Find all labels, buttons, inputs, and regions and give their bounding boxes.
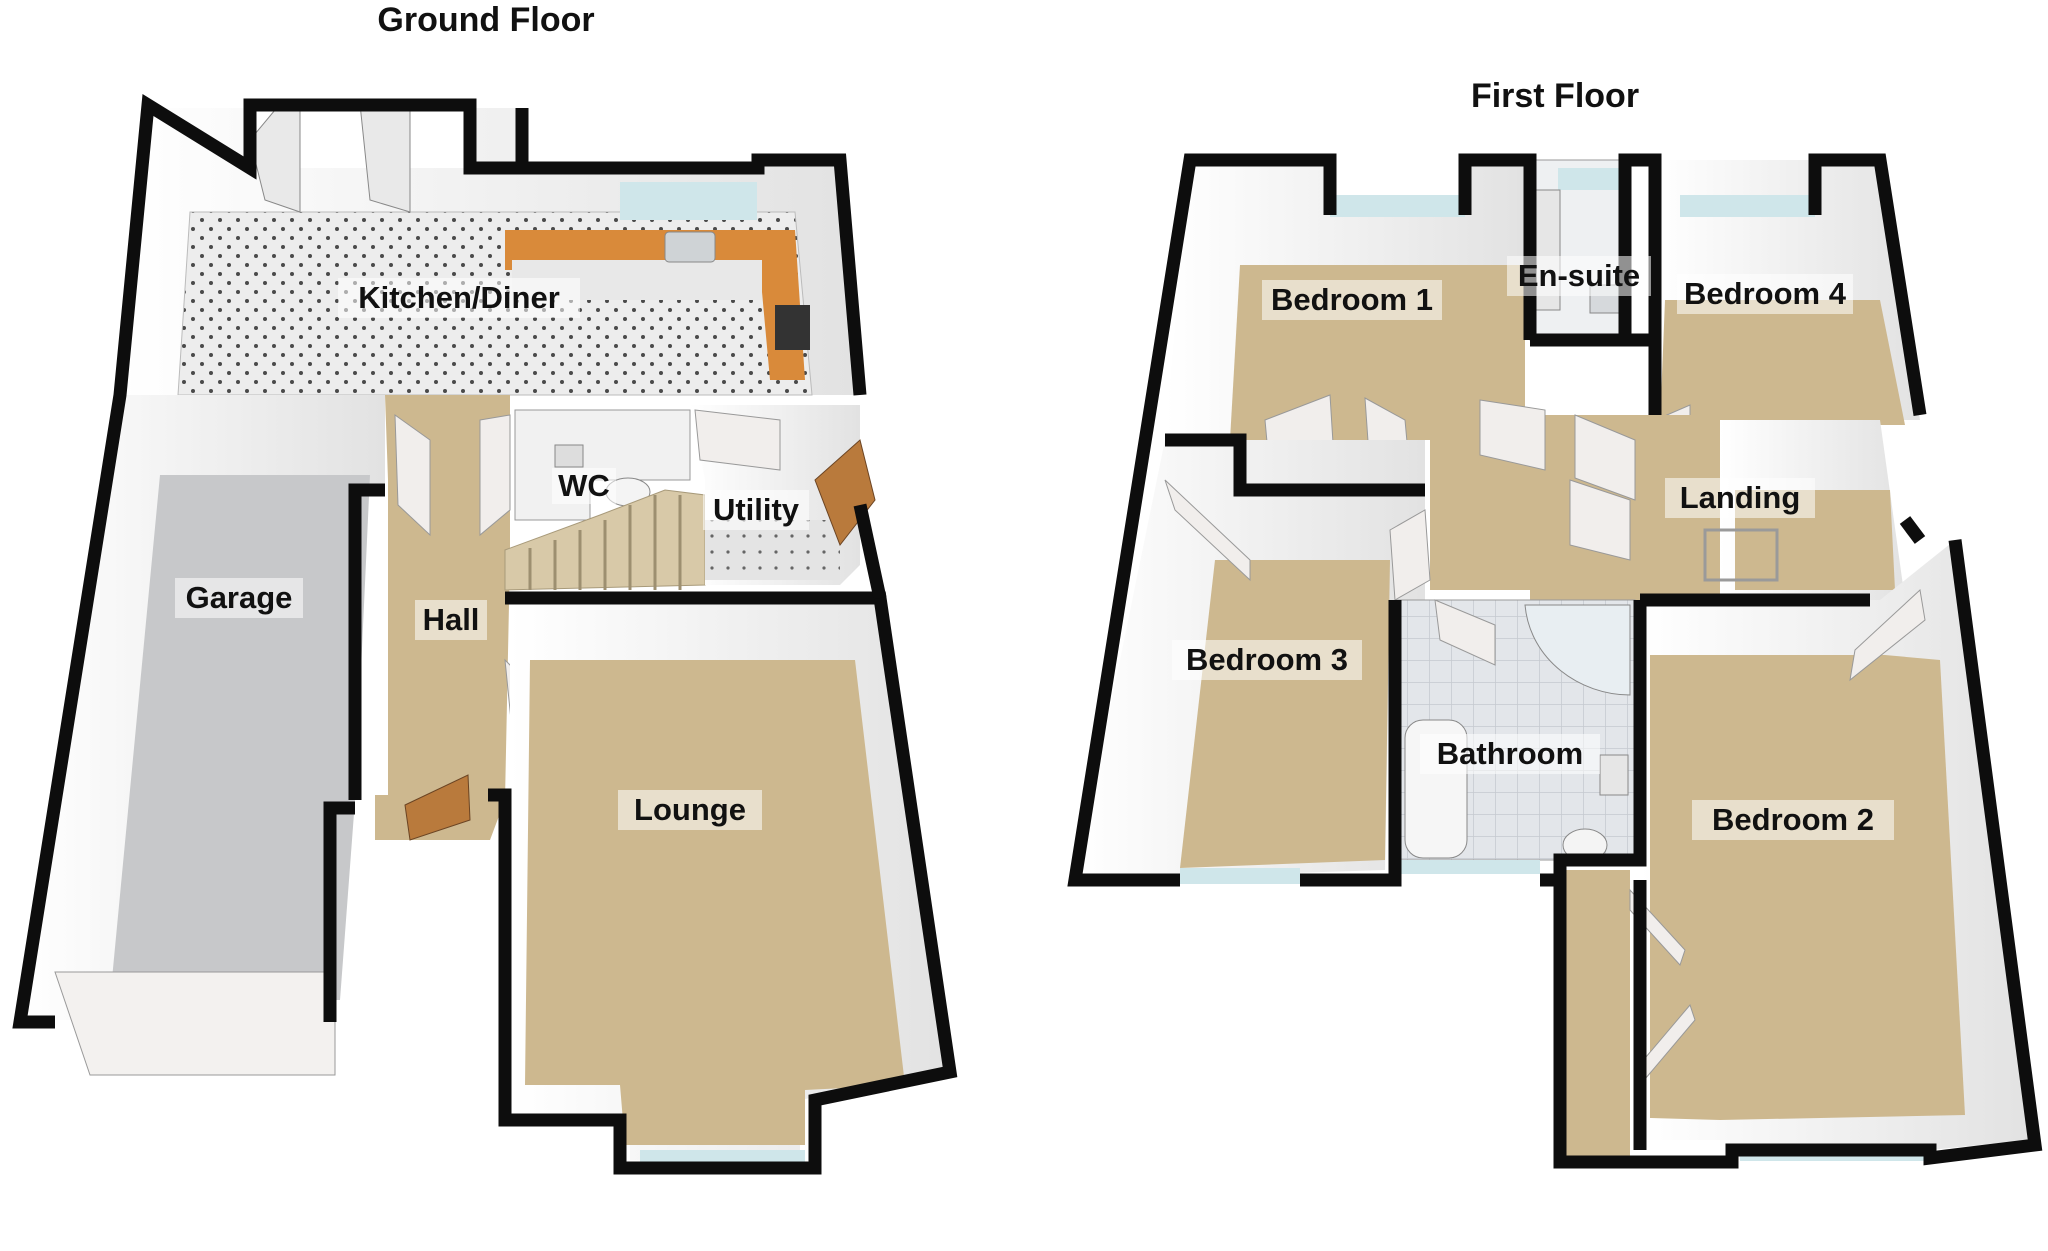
bathroom-window <box>1395 860 1540 874</box>
label-bedroom-4: Bedroom 4 <box>1684 276 1847 311</box>
en-suite-window <box>1558 168 1620 190</box>
first-labels: Bedroom 1 En-suite Bedroom 4 Landing Bed… <box>1172 256 1894 840</box>
landing-cupboard-door <box>1569 479 1631 561</box>
wc-basin-icon <box>554 444 584 468</box>
bathroom-basin-icon <box>1599 754 1629 796</box>
label-utility: Utility <box>713 492 800 527</box>
kitchen-window <box>620 182 757 220</box>
label-bedroom-1: Bedroom 1 <box>1271 282 1433 317</box>
label-bedroom-2: Bedroom 2 <box>1712 802 1874 837</box>
label-landing: Landing <box>1680 480 1801 515</box>
shower-enclosure-icon <box>1524 604 1631 696</box>
bedroom-2-door <box>1849 589 1926 682</box>
bedroom-1-window <box>1330 195 1465 217</box>
label-bedroom-3: Bedroom 3 <box>1186 642 1348 677</box>
label-en-suite: En-suite <box>1518 258 1640 293</box>
front-door <box>404 774 471 841</box>
utility-door <box>694 409 781 471</box>
label-kitchen-diner: Kitchen/Diner <box>358 280 560 315</box>
bedroom-3-window <box>1180 868 1300 884</box>
label-bathroom: Bathroom <box>1437 736 1583 771</box>
lounge-room <box>510 595 950 1168</box>
ground-labels: Kitchen/Diner Garage Hall WC Utility Lou… <box>175 278 809 830</box>
hob-icon <box>775 305 810 350</box>
bedroom-4-window <box>1680 195 1815 217</box>
landing-door-en-suite <box>1479 399 1546 471</box>
first-floor: First Floor <box>1067 77 2043 1169</box>
bathroom-room <box>1394 599 1636 874</box>
label-hall: Hall <box>423 602 480 637</box>
stair-banister <box>1703 528 1779 582</box>
hall-door-right <box>479 414 511 537</box>
bedroom-3-door <box>1164 479 1251 582</box>
label-garage: Garage <box>186 580 293 615</box>
hall-door-left <box>394 414 431 537</box>
ground-floor-title: Ground Floor <box>377 1 594 39</box>
sink-icon <box>664 231 716 263</box>
label-lounge: Lounge <box>634 792 746 827</box>
bedroom-2-room <box>1562 540 2030 1161</box>
first-walls <box>1067 153 2043 1169</box>
bedroom-3-wardrobe-door <box>1389 509 1431 601</box>
garage-door <box>54 971 336 1076</box>
en-suite-room <box>1529 159 1626 341</box>
bathroom-door <box>1434 599 1496 666</box>
ground-walls <box>12 93 958 1175</box>
label-wc: WC <box>558 468 610 503</box>
landing-door-bedroom-1 <box>1574 414 1636 501</box>
first-floor-title: First Floor <box>1471 77 1639 115</box>
kitchen-diner-room <box>120 103 858 396</box>
ground-floor: Ground Floor <box>12 1 958 1175</box>
